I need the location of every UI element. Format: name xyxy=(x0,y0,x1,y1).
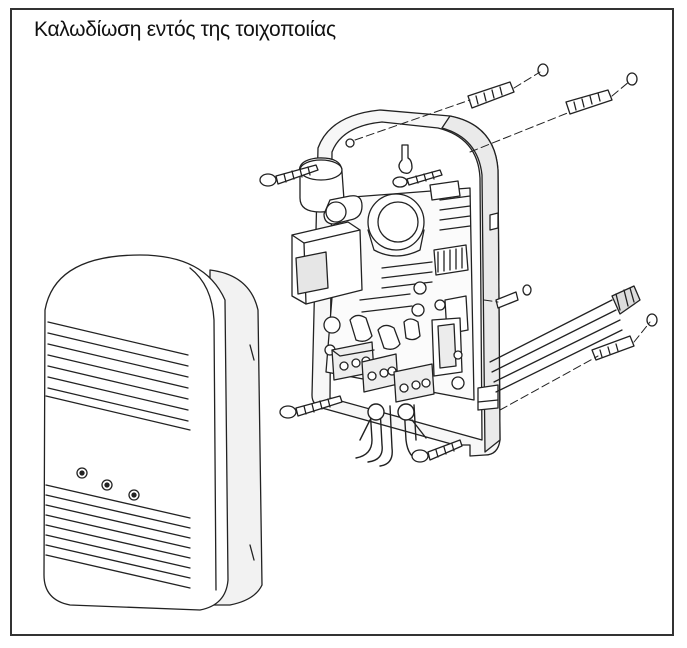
external-cable xyxy=(490,286,640,392)
assembly-guide-lines xyxy=(355,72,650,410)
wall-plug-icon xyxy=(468,64,657,360)
keyhole-slot-icon xyxy=(399,145,412,173)
transformer-icon xyxy=(292,222,362,304)
wall-wires xyxy=(356,404,426,466)
figure-title: Καλωδίωση εντός της τοιχοποιίας xyxy=(34,18,336,41)
cover-vent-top xyxy=(48,322,188,421)
front-cover xyxy=(44,255,262,610)
terminal-block xyxy=(332,342,434,402)
screw-icon xyxy=(260,165,462,462)
led-indicator-icon xyxy=(77,468,139,500)
cover-vent-bottom xyxy=(46,485,190,588)
relay-icon xyxy=(368,194,424,256)
ic-chip-icon xyxy=(430,181,468,376)
